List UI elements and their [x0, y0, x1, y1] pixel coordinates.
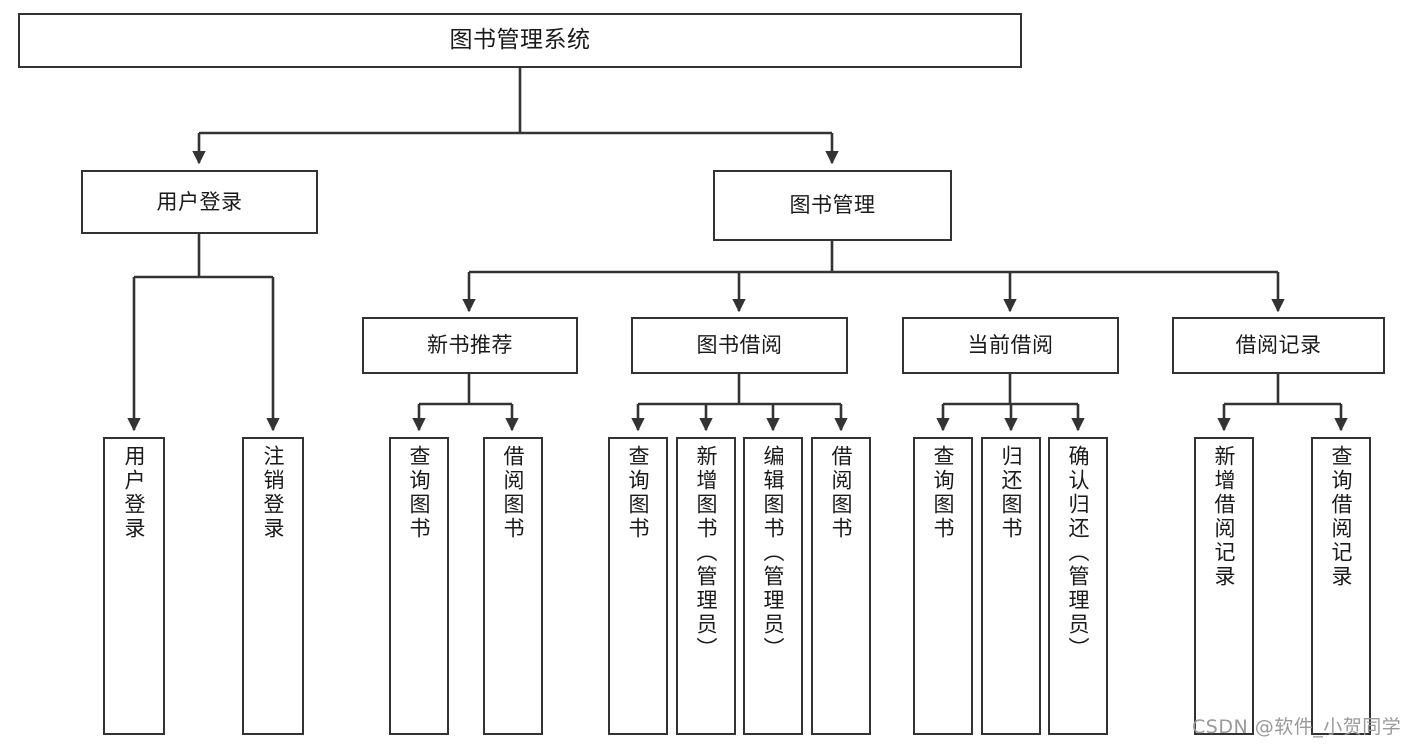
node-leaf-query-book-1[interactable]: 查询图书	[389, 437, 449, 735]
node-book-management[interactable]: 图书管理	[713, 170, 952, 241]
node-leaf-borrow-book-2[interactable]: 借阅图书	[811, 437, 871, 735]
node-leaf-query-record-label: 查询借阅记录	[1329, 445, 1354, 589]
node-leaf-query-book-3-label: 查询图书	[931, 445, 956, 541]
node-leaf-add-book-label: 新增图书（管理员）	[694, 445, 719, 661]
node-leaf-query-book-1-label: 查询图书	[407, 445, 432, 541]
node-borrow-record-label: 借阅记录	[1235, 333, 1322, 358]
node-user-login-label: 用户登录	[156, 189, 243, 214]
node-leaf-confirm-return[interactable]: 确认归还（管理员）	[1048, 437, 1108, 735]
node-leaf-logout[interactable]: 注销登录	[242, 437, 304, 735]
node-user-login[interactable]: 用户登录	[81, 170, 318, 234]
node-current-borrow[interactable]: 当前借阅	[902, 317, 1119, 374]
node-root-label: 图书管理系统	[449, 26, 591, 53]
node-leaf-edit-book[interactable]: 编辑图书（管理员）	[743, 437, 803, 735]
node-leaf-borrow-book-1[interactable]: 借阅图书	[483, 437, 543, 735]
node-new-book-recommend-label: 新书推荐	[427, 333, 513, 358]
node-leaf-logout-label: 注销登录	[261, 445, 286, 541]
node-leaf-add-record[interactable]: 新增借阅记录	[1194, 437, 1254, 735]
node-leaf-query-book-2-label: 查询图书	[626, 445, 651, 541]
node-leaf-query-record[interactable]: 查询借阅记录	[1311, 437, 1371, 735]
node-root[interactable]: 图书管理系统	[18, 13, 1022, 68]
node-leaf-edit-book-label: 编辑图书（管理员）	[761, 445, 786, 661]
node-current-borrow-label: 当前借阅	[967, 333, 1054, 358]
node-leaf-query-book-3[interactable]: 查询图书	[913, 437, 973, 735]
node-book-management-label: 图书管理	[789, 193, 876, 218]
node-borrow-record[interactable]: 借阅记录	[1172, 317, 1385, 374]
node-leaf-confirm-return-label: 确认归还（管理员）	[1066, 445, 1091, 661]
csdn-watermark: CSDN @软件_小贺同学	[1192, 716, 1402, 738]
node-leaf-return-book-label: 归还图书	[999, 445, 1024, 541]
node-book-borrow-label: 图书借阅	[696, 333, 783, 358]
node-book-borrow[interactable]: 图书借阅	[631, 317, 848, 374]
node-leaf-user-login-label: 用户登录	[122, 445, 147, 541]
node-leaf-borrow-book-1-label: 借阅图书	[501, 445, 526, 541]
node-leaf-query-book-2[interactable]: 查询图书	[608, 437, 668, 735]
node-leaf-add-book[interactable]: 新增图书（管理员）	[676, 437, 736, 735]
node-leaf-add-record-label: 新增借阅记录	[1212, 445, 1237, 589]
node-leaf-borrow-book-2-label: 借阅图书	[829, 445, 854, 541]
node-leaf-return-book[interactable]: 归还图书	[981, 437, 1041, 735]
node-new-book-recommend[interactable]: 新书推荐	[362, 317, 578, 374]
node-leaf-user-login[interactable]: 用户登录	[103, 437, 165, 735]
